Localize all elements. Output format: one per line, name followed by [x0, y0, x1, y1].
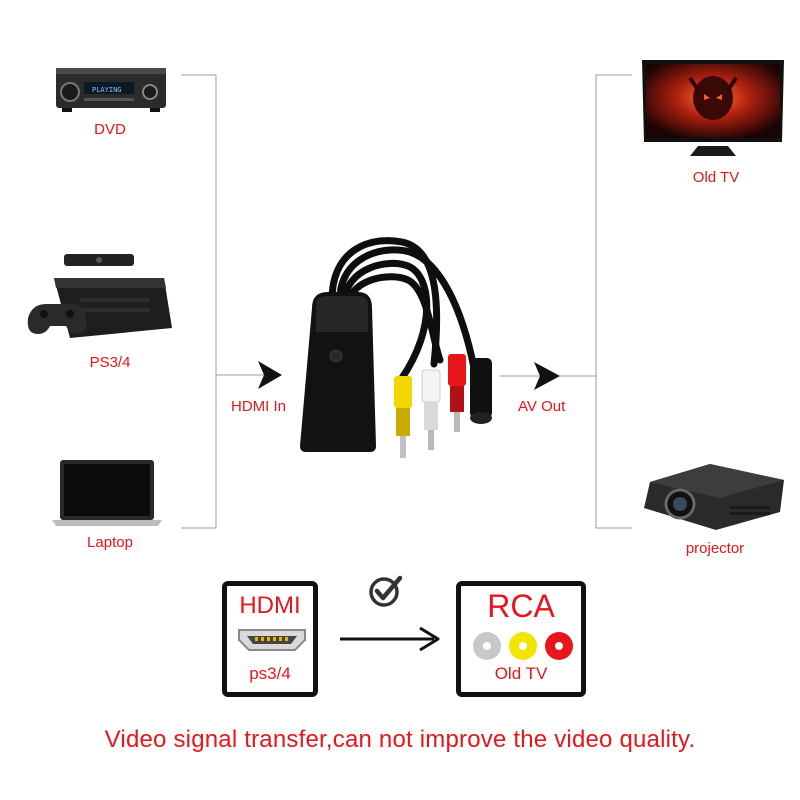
rca-plug-center-3 — [555, 642, 563, 650]
laptop-icon — [52, 460, 162, 526]
hdmi-in-label: HDMI In — [231, 398, 287, 415]
hdmi-port-icon — [238, 629, 306, 651]
svg-text:PLAYING: PLAYING — [92, 86, 122, 94]
laptop — [50, 458, 170, 528]
tv-icon — [642, 60, 784, 156]
projector-icon — [644, 464, 784, 530]
game-console — [24, 248, 174, 344]
source-label-laptop: Laptop — [87, 534, 133, 551]
check-circle-icon — [369, 575, 403, 607]
output-arrow-icon — [534, 362, 560, 390]
rca-box-title: RCA — [487, 588, 555, 624]
source-label-ps34: PS3/4 — [89, 354, 131, 371]
source-label-dvd: DVD — [94, 121, 126, 138]
dvd-player: PLAYING — [52, 62, 170, 117]
hdmi-to-av-converter-icon — [300, 237, 492, 458]
hdmi-box-subtitle: ps3/4 — [249, 664, 291, 683]
caption: Video signal transfer,can not improve th… — [104, 726, 696, 753]
rca-plugs-icon — [473, 632, 573, 660]
input-arrow-icon — [258, 361, 282, 389]
converter — [292, 228, 512, 478]
old-tv — [640, 58, 786, 162]
game-console-icon — [27, 254, 172, 338]
conversion-arrow-icon — [340, 626, 440, 652]
output-label-old-tv: Old TV — [692, 169, 740, 186]
av-out-label: AV Out — [518, 398, 566, 415]
projector — [640, 456, 790, 536]
hdmi-box: HDMI ps3/4 — [222, 581, 318, 697]
dvd-player-icon: PLAYING — [56, 68, 166, 112]
rca-plug-center-2 — [519, 642, 527, 650]
rca-box: RCA Old TV — [456, 581, 586, 697]
hdmi-box-title: HDMI — [239, 592, 301, 619]
rca-box-subtitle: Old TV — [494, 664, 548, 683]
rca-plug-center-1 — [483, 642, 491, 650]
output-label-projector: projector — [685, 540, 745, 557]
